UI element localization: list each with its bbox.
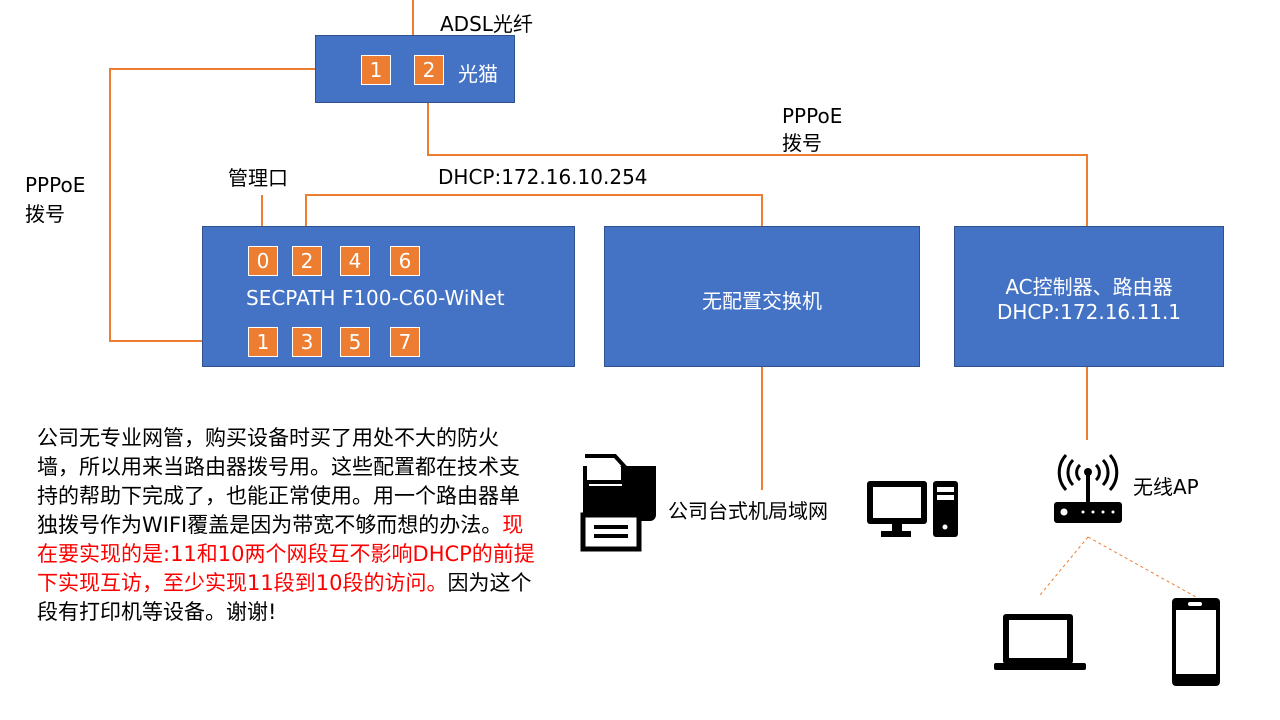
firewall-port-1[interactable]: 1	[248, 327, 278, 357]
firewall-port-6[interactable]: 6	[390, 246, 420, 276]
requirement-text: 现在要实现的是:11和10两个网段互不影响DHCP的前提下实现互访，至少实现11…	[37, 513, 535, 595]
firewall-device[interactable]: 0 2 4 6 SECPATH F100-C60-WiNet 1 3 5 7	[202, 226, 575, 367]
firewall-port-7[interactable]: 7	[390, 327, 420, 357]
firewall-port-3[interactable]: 3	[292, 327, 322, 357]
dhcp10-label: DHCP:172.16.10.254	[438, 165, 648, 189]
pppoe-left-label: PPPoE 拨号	[25, 171, 85, 229]
pppoe-right-line	[427, 85, 1088, 226]
pppoe-text: PPPoE	[782, 104, 843, 128]
unmanaged-switch[interactable]: 无配置交换机	[604, 226, 920, 367]
ac-name: AC控制器、路由器	[1005, 275, 1173, 299]
description-paragraph: 公司无专业网管，购买设备时买了用处不大的防火墙，所以用来当路由器拨号用。这些配置…	[37, 424, 537, 627]
wireless-ap-icon	[1054, 453, 1122, 523]
ac-router[interactable]: AC控制器、路由器 DHCP:172.16.11.1	[954, 226, 1224, 367]
firewall-port-4[interactable]: 4	[340, 246, 370, 276]
dhcp10-line	[305, 194, 763, 245]
dialup-text: 拨号	[782, 131, 822, 155]
firewall-name: SECPATH F100-C60-WiNet	[246, 286, 505, 310]
modem-port-2[interactable]: 2	[414, 55, 444, 85]
firewall-port-2[interactable]: 2	[292, 246, 322, 276]
ap-label: 无线AP	[1133, 475, 1199, 499]
pppoe-left-line	[109, 68, 360, 342]
firewall-port-5[interactable]: 5	[340, 327, 370, 357]
switch-name: 无配置交换机	[702, 289, 822, 313]
dialup-text: 拨号	[25, 202, 65, 226]
wifi-phone-line	[1087, 536, 1197, 598]
modem-port-1[interactable]: 1	[361, 55, 391, 85]
pppoe-text: PPPoE	[25, 173, 86, 197]
ac-dhcp: DHCP:172.16.11.1	[996, 300, 1182, 324]
adsl-label: ADSL光纤	[440, 12, 533, 36]
smartphone-icon	[1172, 598, 1220, 686]
lan-label: 公司台式机局域网	[668, 499, 828, 523]
closing-text: 因为这个段有打印机等设备。谢谢!	[37, 571, 532, 624]
desktop-computer-icon	[867, 481, 958, 537]
mgmt-port-label: 管理口	[228, 166, 288, 190]
description-text: 公司无专业网管，购买设备时买了用处不大的防火墙，所以用来当路由器拨号用。这些配置…	[37, 426, 520, 537]
optical-modem[interactable]: 1 2 光猫	[315, 35, 515, 103]
firewall-port-0[interactable]: 0	[248, 246, 278, 276]
wifi-laptop-line	[1039, 536, 1089, 596]
printer-icon	[572, 454, 656, 552]
modem-label: 光猫	[458, 62, 498, 86]
laptop-icon	[994, 614, 1086, 670]
pppoe-right-label: PPPoE 拨号	[782, 103, 842, 157]
